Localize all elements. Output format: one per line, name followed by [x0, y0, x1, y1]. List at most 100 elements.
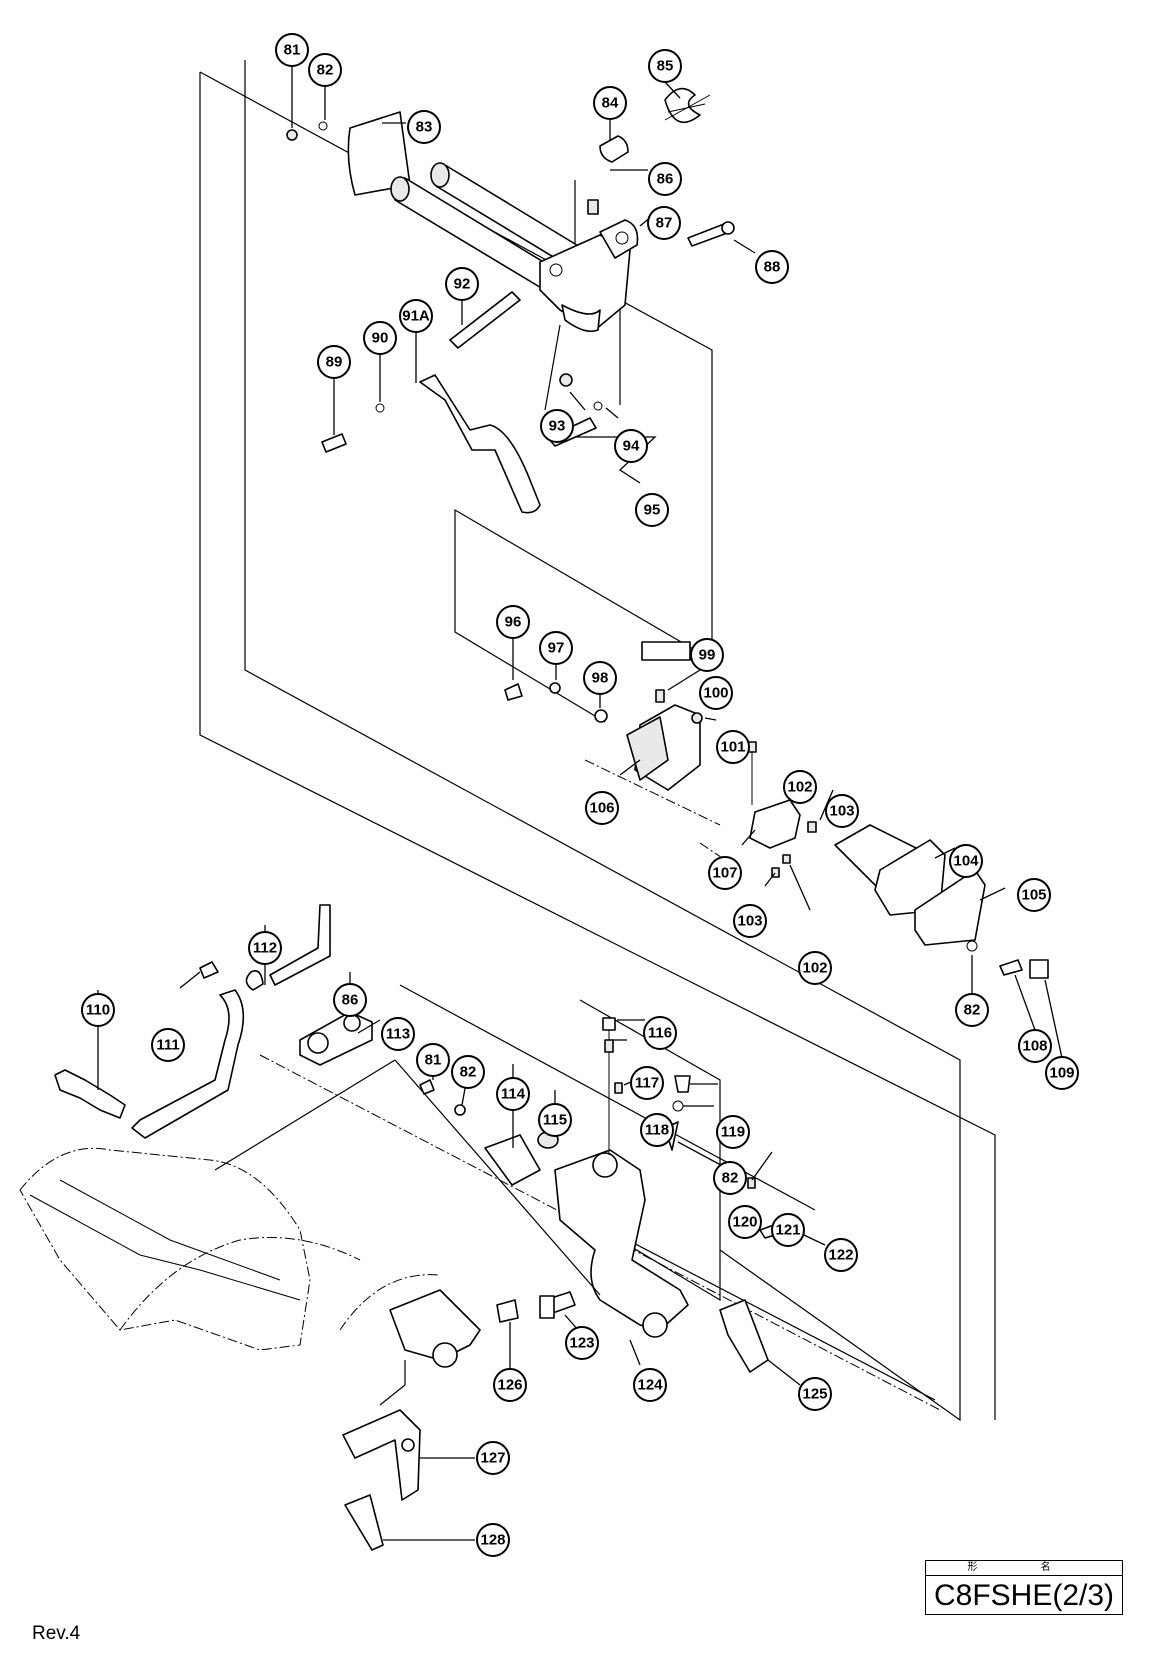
- callout-126: 126: [493, 1368, 527, 1402]
- tool-body-outline: [19, 1059, 601, 1406]
- callout-86-lower: 86: [333, 983, 367, 1017]
- model-caption: 形 名: [926, 1561, 1122, 1576]
- svg-text:103: 103: [737, 913, 762, 930]
- svg-text:111: 111: [156, 1037, 179, 1054]
- callout-124: 124: [633, 1368, 667, 1402]
- svg-text:96: 96: [505, 614, 522, 631]
- callout-89: 89: [317, 345, 351, 379]
- callout-114: 114: [496, 1077, 530, 1111]
- svg-text:127: 127: [480, 1450, 505, 1467]
- svg-text:88: 88: [764, 259, 781, 276]
- svg-text:120: 120: [732, 1214, 757, 1231]
- svg-text:93: 93: [549, 418, 566, 435]
- callout-117: 117: [630, 1066, 664, 1100]
- callout-95: 95: [635, 493, 669, 527]
- svg-text:90: 90: [372, 330, 389, 347]
- svg-text:121: 121: [775, 1222, 800, 1239]
- svg-text:116: 116: [648, 1025, 672, 1042]
- callout-83: 83: [407, 110, 441, 144]
- callout-98: 98: [583, 661, 617, 695]
- callout-90: 90: [363, 321, 397, 355]
- svg-text:107: 107: [712, 865, 737, 882]
- callout-99: 99: [690, 638, 724, 672]
- callout-120: 120: [728, 1205, 762, 1239]
- svg-text:118: 118: [645, 1122, 669, 1139]
- svg-text:91A: 91A: [402, 308, 430, 325]
- svg-text:81: 81: [284, 42, 301, 59]
- handle-arm-assembly: [54, 904, 793, 1551]
- svg-text:99: 99: [699, 647, 716, 664]
- svg-text:89: 89: [326, 354, 343, 371]
- svg-text:85: 85: [657, 58, 674, 75]
- callout-104: 104: [949, 844, 983, 878]
- svg-text:123: 123: [569, 1335, 594, 1352]
- callout-88: 88: [755, 250, 789, 284]
- callouts: 81 82 83 84 85 86 87 88 89 90 91A 92 93 …: [81, 33, 1079, 1557]
- svg-text:98: 98: [592, 670, 609, 687]
- callout-107: 107: [708, 856, 742, 890]
- callout-105: 105: [1017, 878, 1051, 912]
- svg-text:82: 82: [317, 62, 334, 79]
- svg-text:94: 94: [623, 438, 640, 455]
- callout-91a: 91A: [399, 299, 433, 333]
- bevel-lock-assembly: [504, 641, 1049, 979]
- callout-82-bottom-right: 82: [955, 993, 989, 1027]
- callout-113: 113: [381, 1017, 415, 1051]
- svg-text:86: 86: [657, 171, 674, 188]
- svg-text:97: 97: [548, 640, 565, 657]
- svg-text:87: 87: [656, 215, 673, 232]
- callout-96: 96: [496, 605, 530, 639]
- svg-text:82: 82: [460, 1064, 477, 1081]
- svg-text:82: 82: [964, 1002, 981, 1019]
- svg-text:102: 102: [787, 779, 812, 796]
- svg-text:110: 110: [86, 1002, 110, 1019]
- svg-text:104: 104: [953, 853, 979, 870]
- callout-102-upper: 102: [783, 770, 817, 804]
- callout-112: 112: [248, 931, 282, 965]
- svg-text:114: 114: [501, 1086, 526, 1103]
- model-name: C8FSHE(2/3): [933, 1579, 1115, 1612]
- callout-109: 109: [1045, 1056, 1079, 1090]
- svg-text:102: 102: [802, 960, 827, 977]
- callout-94: 94: [614, 429, 648, 463]
- callout-111: 111: [151, 1028, 185, 1062]
- svg-text:81: 81: [425, 1052, 442, 1069]
- callout-116: 116: [643, 1016, 677, 1050]
- callout-85: 85: [648, 49, 682, 83]
- callout-106: 106: [585, 791, 619, 825]
- callout-128: 128: [476, 1523, 510, 1557]
- svg-text:100: 100: [703, 685, 728, 702]
- callout-84: 84: [593, 86, 627, 120]
- callout-103-lower: 103: [733, 904, 767, 938]
- svg-text:119: 119: [721, 1124, 745, 1141]
- svg-text:126: 126: [497, 1377, 522, 1394]
- callout-81-top: 81: [275, 33, 309, 67]
- svg-text:117: 117: [635, 1075, 659, 1092]
- callout-81-lower: 81: [416, 1043, 450, 1077]
- slide-rail-assembly: [286, 87, 735, 514]
- svg-text:106: 106: [589, 800, 614, 817]
- svg-text:86: 86: [342, 992, 359, 1009]
- callout-121: 121: [771, 1213, 805, 1247]
- svg-text:83: 83: [416, 119, 433, 136]
- callout-119: 119: [716, 1115, 750, 1149]
- svg-text:113: 113: [386, 1026, 410, 1043]
- svg-text:124: 124: [637, 1377, 663, 1394]
- svg-text:84: 84: [602, 95, 619, 112]
- svg-text:105: 105: [1021, 887, 1046, 904]
- callout-108: 108: [1018, 1029, 1052, 1063]
- svg-text:108: 108: [1022, 1038, 1047, 1055]
- callout-82-right: 82: [713, 1161, 747, 1195]
- svg-text:122: 122: [828, 1247, 853, 1264]
- svg-text:101: 101: [720, 739, 745, 756]
- svg-text:112: 112: [253, 940, 277, 957]
- callout-115: 115: [538, 1103, 572, 1137]
- callout-122: 122: [824, 1238, 858, 1272]
- callout-97: 97: [539, 631, 573, 665]
- callout-123: 123: [565, 1326, 599, 1360]
- callout-103-upper: 103: [825, 794, 859, 828]
- callout-110: 110: [81, 993, 115, 1027]
- svg-text:125: 125: [802, 1386, 827, 1403]
- callout-93: 93: [540, 409, 574, 443]
